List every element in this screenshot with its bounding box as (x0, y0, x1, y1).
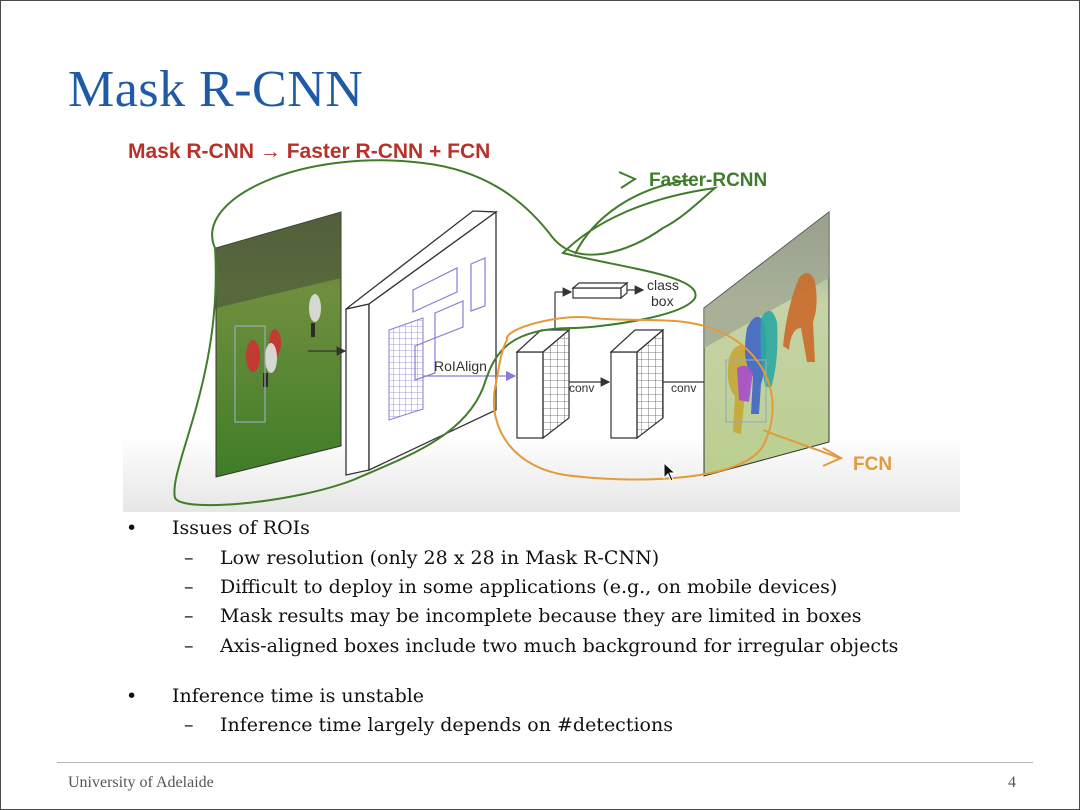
footer-divider (57, 762, 1033, 763)
sub-bullet-text: Mask results may be incomplete because t… (220, 605, 862, 627)
sub-bullet-text: Low resolution (only 28 x 28 in Mask R-C… (220, 547, 659, 569)
roialign-label: RoIAlign (434, 358, 487, 374)
dash-marker: – (184, 547, 194, 569)
sub-bullet-text: Difficult to deploy in some applications… (220, 576, 837, 598)
fcn-label: FCN (853, 454, 892, 475)
dash-marker: – (184, 605, 194, 627)
sub-bullet-text: Axis-aligned boxes include two much back… (220, 635, 898, 657)
dash-marker: – (184, 635, 194, 657)
page-number: 4 (1008, 774, 1016, 792)
mask-rcnn-diagram: Mask R-CNN → Faster R-CNN + FCN (123, 128, 960, 512)
footer-institution: University of Adelaide (68, 774, 214, 792)
fc-head-box (573, 283, 627, 298)
mask-feature-block (611, 330, 663, 438)
sub-bullet-text: Inference time largely depends on #detec… (220, 714, 673, 736)
dash-marker: – (184, 714, 194, 736)
dash-marker: – (184, 576, 194, 598)
slide-title: Mask R-CNN (68, 60, 363, 119)
conv-label-1: conv (569, 381, 594, 395)
mouse-pointer-icon (663, 462, 677, 486)
diagram-headline: Mask R-CNN → Faster R-CNN + FCN (128, 140, 490, 163)
box-label: box (651, 293, 674, 309)
bullet-marker: • (126, 685, 146, 707)
bullet-text: Inference time is unstable (172, 685, 424, 707)
input-image (216, 212, 341, 477)
bullet-marker: • (126, 517, 146, 539)
faster-rcnn-label: Faster-RCNN (649, 170, 767, 191)
conv-label-2: conv (671, 381, 696, 395)
roi-feature-block (517, 330, 569, 438)
bullet-text: Issues of ROIs (172, 517, 310, 539)
